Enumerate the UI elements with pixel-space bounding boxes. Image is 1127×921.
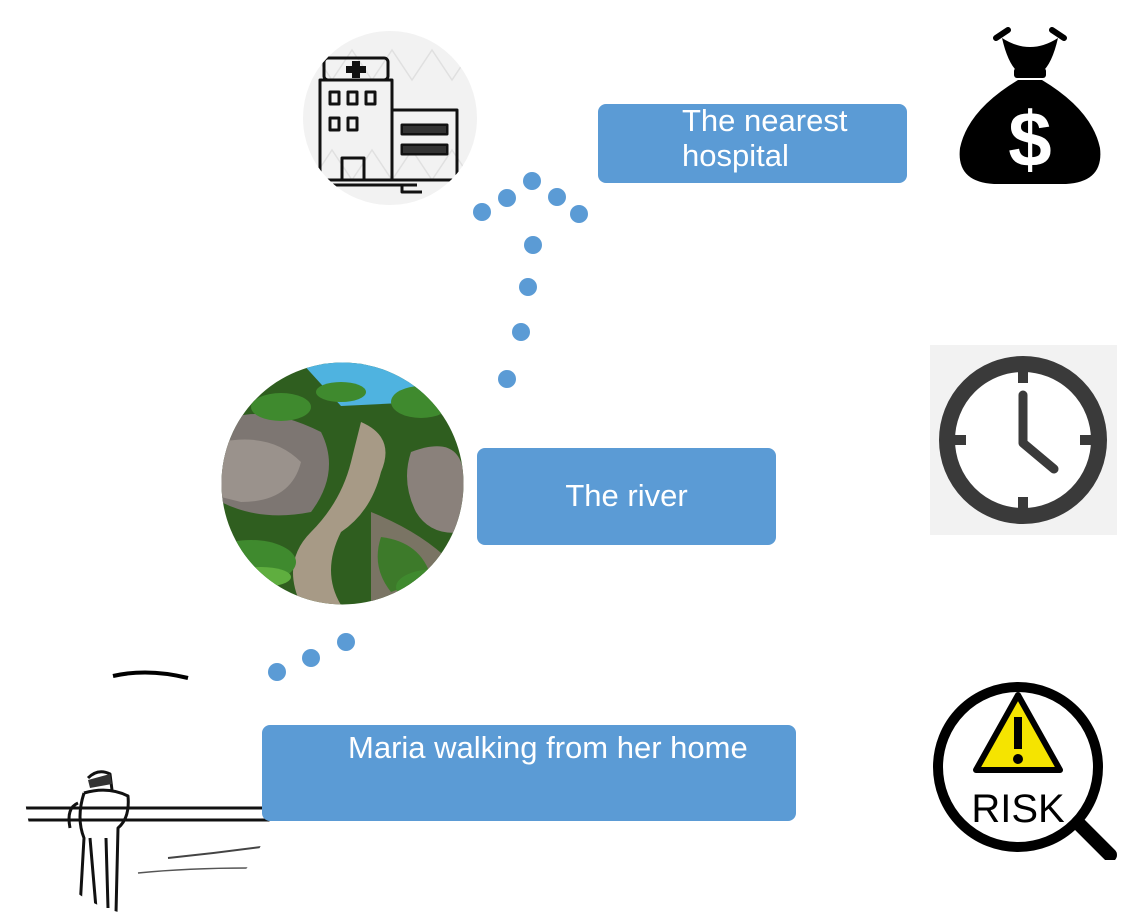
hospital-icon <box>302 30 478 206</box>
risk-text: RISK <box>971 787 1065 831</box>
hospital-label: The nearest hospital <box>682 103 847 173</box>
money-bag-icon: $ <box>944 24 1116 186</box>
walking-woman-icon <box>18 668 280 916</box>
maria-label-box: Maria walking from her home <box>262 725 796 821</box>
river-label: The river <box>565 479 687 514</box>
river-label-box: The river <box>477 448 776 545</box>
hospital-label-box: The nearest hospital <box>598 104 907 183</box>
money-symbol: $ <box>1008 95 1051 183</box>
river-landscape-icon <box>221 362 464 605</box>
clock-icon <box>930 345 1117 535</box>
maria-label: Maria walking from her home <box>348 730 748 765</box>
risk-warning-icon: RISK <box>930 675 1127 860</box>
